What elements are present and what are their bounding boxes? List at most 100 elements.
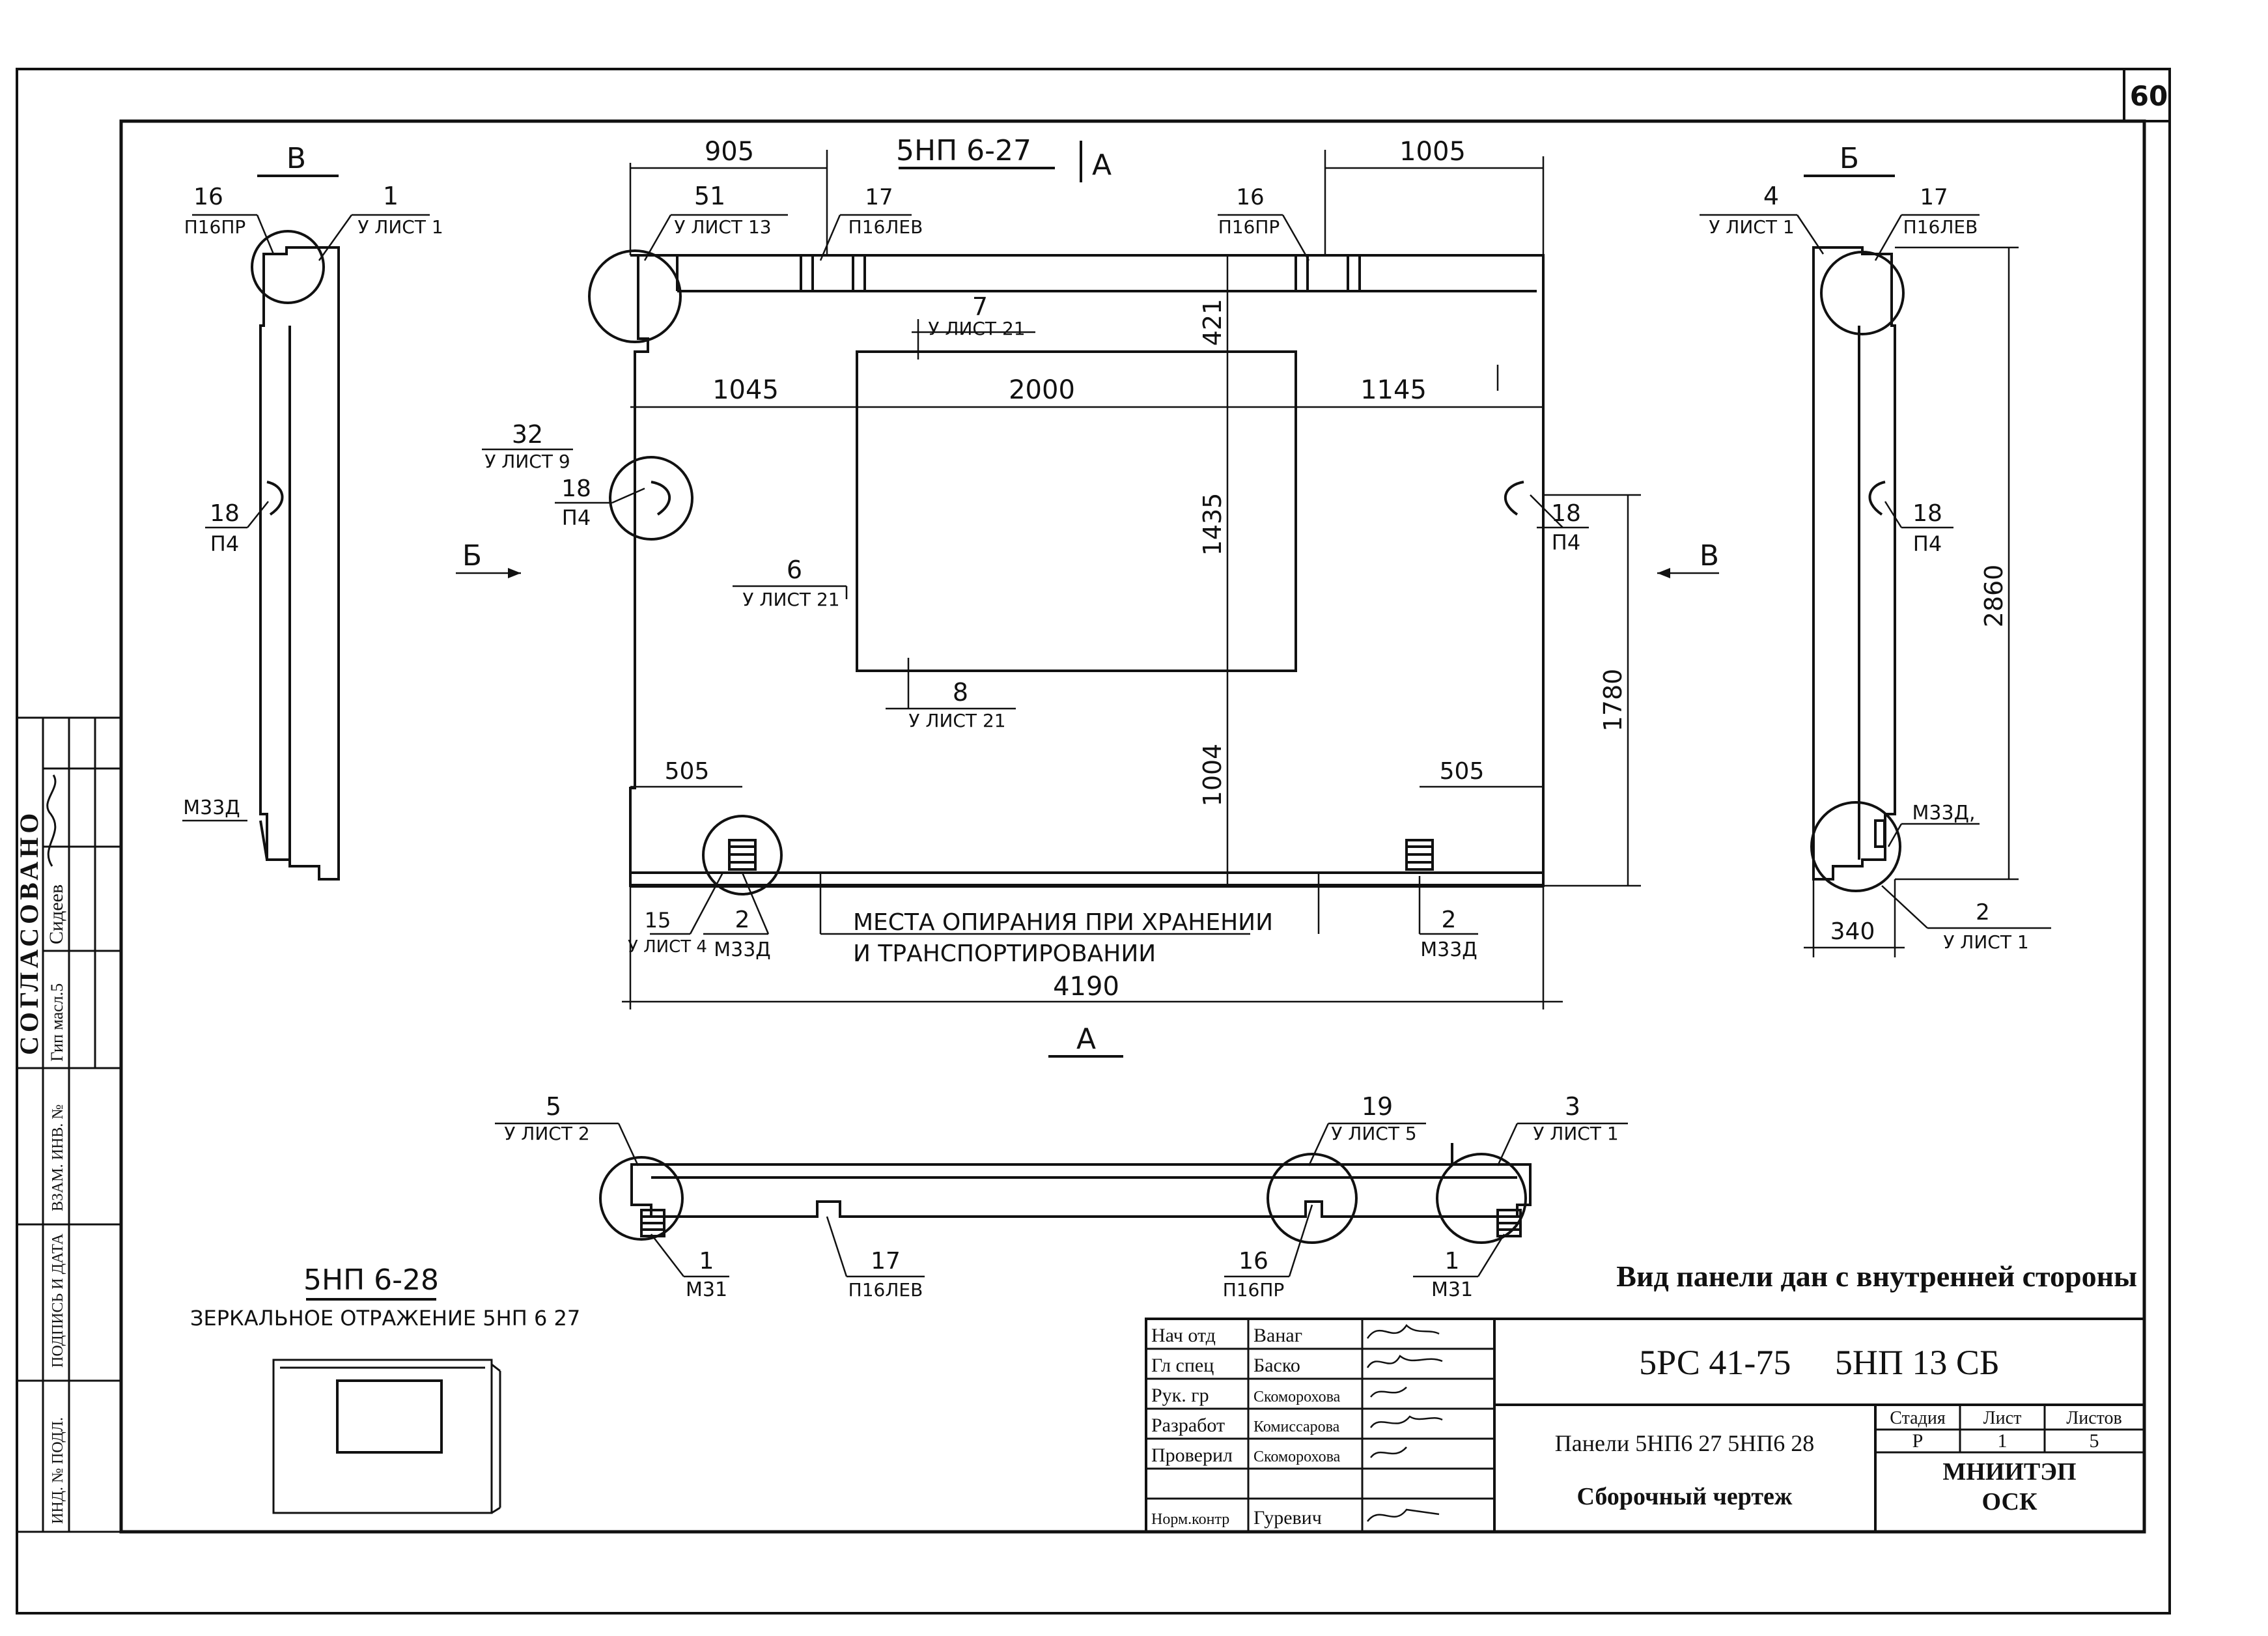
mirror-thumbnail bbox=[272, 1359, 501, 1514]
dim-905: 905 bbox=[705, 137, 754, 167]
tb-name-3: Комиссарова bbox=[1253, 1418, 1340, 1435]
bottom-callout-5-sub: У ЛИСТ 2 bbox=[504, 1123, 589, 1144]
section-mark-a: А bbox=[1092, 148, 1112, 182]
callout-16: 16 bbox=[1236, 184, 1264, 210]
tb-name-2: Скоморохова bbox=[1253, 1389, 1341, 1405]
view-note: Вид панели дан с внутренней стороны bbox=[1616, 1260, 2137, 1293]
bottom-callout-17: 17 bbox=[871, 1248, 901, 1275]
callout-7-sub: У ЛИСТ 21 bbox=[928, 318, 1025, 339]
main-title: 5НП 6-27 bbox=[896, 134, 1031, 167]
bottom-callout-1-right-sub: М31 bbox=[1431, 1278, 1473, 1301]
callout-18-right: 18 bbox=[1551, 500, 1581, 527]
tb-role-1: Гл спец bbox=[1151, 1355, 1214, 1376]
tb-sheets: 5 bbox=[2090, 1430, 2099, 1452]
callout-51-sub: У ЛИСТ 13 bbox=[674, 216, 771, 238]
stamp-agreed: СОГЛАСОВАНО bbox=[14, 810, 44, 1055]
tb-role-0: Нач отд bbox=[1151, 1325, 1216, 1346]
bottom-callout-16-sub: П16ПР bbox=[1223, 1279, 1285, 1301]
right-m33: М33Д, bbox=[1912, 802, 1975, 825]
callout-17: 17 bbox=[865, 184, 893, 210]
bottom-callout-16: 16 bbox=[1239, 1248, 1268, 1275]
support-note-1: МЕСТА ОПИРАНИЯ ПРИ ХРАНЕНИИ bbox=[853, 909, 1273, 936]
callout-2-left-sub: М33Д bbox=[714, 938, 771, 961]
stamp-inv-replace: ВЗАМ. ИНВ. № bbox=[49, 1105, 66, 1211]
arrow-v bbox=[1657, 568, 1670, 578]
left-callout-1: 1 bbox=[383, 182, 399, 210]
callout-51: 51 bbox=[694, 182, 725, 210]
stamp-sign-date: ПОДПИСЬ И ДАТА bbox=[49, 1233, 66, 1368]
left-m33: М33Д bbox=[183, 797, 240, 819]
bottom-section-a: А bbox=[1076, 1022, 1096, 1056]
mirror-text: ЗЕРКАЛЬНОЕ ОТРАЖЕНИЕ 5НП 6 27 bbox=[190, 1306, 580, 1331]
right-view-dimensions bbox=[1804, 246, 2019, 957]
bottom-callout-1-left: 1 bbox=[699, 1248, 714, 1275]
bottom-callout-3: 3 bbox=[1565, 1092, 1580, 1121]
callout-2-left: 2 bbox=[735, 907, 750, 933]
tb-doc-type: Сборочный чертеж bbox=[1577, 1483, 1793, 1510]
dim-421: 421 bbox=[1198, 299, 1227, 346]
bottom-view bbox=[599, 1143, 1532, 1244]
bottom-callout-1-left-sub: М31 bbox=[686, 1278, 727, 1301]
left-view-leaders bbox=[182, 214, 430, 822]
tb-role-4: Проверил bbox=[1151, 1445, 1233, 1466]
bottom-callout-1-right: 1 bbox=[1445, 1248, 1460, 1275]
callout-18-left: 18 bbox=[561, 475, 591, 502]
tb-role-3: Разработ bbox=[1151, 1415, 1225, 1436]
callout-2-right-sub: М33Д bbox=[1420, 938, 1477, 961]
callout-16-sub: П16ПР bbox=[1218, 216, 1280, 238]
arrow-b bbox=[508, 568, 521, 578]
page-number: 60 bbox=[2130, 80, 2168, 112]
right-dim-2860: 2860 bbox=[1980, 565, 2008, 628]
dim-1780: 1780 bbox=[1599, 669, 1627, 732]
dim-1004: 1004 bbox=[1198, 744, 1227, 807]
right-callout-18: 18 bbox=[1912, 500, 1942, 527]
tb-signatures bbox=[1366, 1324, 1443, 1522]
bottom-callout-17-sub: П16ЛЕВ bbox=[848, 1279, 923, 1301]
left-callout-18: 18 bbox=[210, 500, 240, 527]
right-callout-4-sub: У ЛИСТ 1 bbox=[1709, 216, 1794, 238]
main-panel bbox=[588, 249, 1545, 896]
left-callout-18-sub: П4 bbox=[210, 531, 239, 556]
bottom-callout-19-sub: У ЛИСТ 5 bbox=[1331, 1123, 1416, 1144]
dim-505-left: 505 bbox=[665, 758, 710, 785]
dim-1005: 1005 bbox=[1399, 137, 1466, 167]
callout-7: 7 bbox=[972, 292, 988, 321]
right-dim-340: 340 bbox=[1830, 918, 1875, 945]
callout-32: 32 bbox=[512, 420, 543, 449]
stamp-inv-orig: ИНД. № ПОДЛ. bbox=[49, 1417, 66, 1524]
callout-17-sub: П16ЛЕВ bbox=[848, 216, 923, 238]
dim-2000: 2000 bbox=[1009, 375, 1075, 405]
bottom-view-leaders bbox=[495, 1122, 1628, 1278]
stamp-signature bbox=[46, 774, 57, 867]
tb-org-2: ОСК bbox=[1981, 1488, 2037, 1516]
tb-role-6: Норм.контр bbox=[1151, 1511, 1229, 1528]
dim-505-right: 505 bbox=[1440, 758, 1485, 785]
left-view bbox=[251, 230, 340, 881]
callout-18-left-sub: П4 bbox=[562, 505, 591, 530]
title-block-grid bbox=[1145, 1318, 2146, 1533]
dim-1435: 1435 bbox=[1198, 493, 1227, 556]
callout-6-sub: У ЛИСТ 21 bbox=[742, 589, 839, 610]
callout-2-right: 2 bbox=[1442, 907, 1457, 933]
side-stamp bbox=[16, 716, 122, 1533]
tb-product: Панели 5НП6 27 5НП6 28 bbox=[1555, 1430, 1814, 1456]
right-callout-2-sub: У ЛИСТ 1 bbox=[1943, 931, 2028, 953]
mirror-title: 5НП 6-28 bbox=[303, 1263, 439, 1297]
bottom-callout-5: 5 bbox=[546, 1092, 561, 1121]
callout-8: 8 bbox=[953, 678, 968, 707]
callout-18-right-sub: П4 bbox=[1552, 530, 1580, 555]
right-view-leaders bbox=[1700, 214, 2051, 929]
stamp-gip: Гип масл.5 bbox=[48, 983, 66, 1062]
tb-role-2: Рук. гр bbox=[1151, 1385, 1209, 1406]
main-dimensions bbox=[622, 150, 1641, 1009]
stamp-name: Сидеев bbox=[46, 884, 67, 944]
tb-name-0: Ванаг bbox=[1253, 1325, 1302, 1346]
right-callout-4: 4 bbox=[1763, 182, 1779, 210]
right-view bbox=[1810, 246, 1905, 892]
dim-4190: 4190 bbox=[1053, 972, 1119, 1002]
bottom-callout-19: 19 bbox=[1362, 1092, 1393, 1121]
tb-stage-label: Стадия bbox=[1890, 1408, 1946, 1428]
right-callout-17: 17 bbox=[1920, 184, 1948, 210]
dim-1045: 1045 bbox=[712, 375, 779, 405]
